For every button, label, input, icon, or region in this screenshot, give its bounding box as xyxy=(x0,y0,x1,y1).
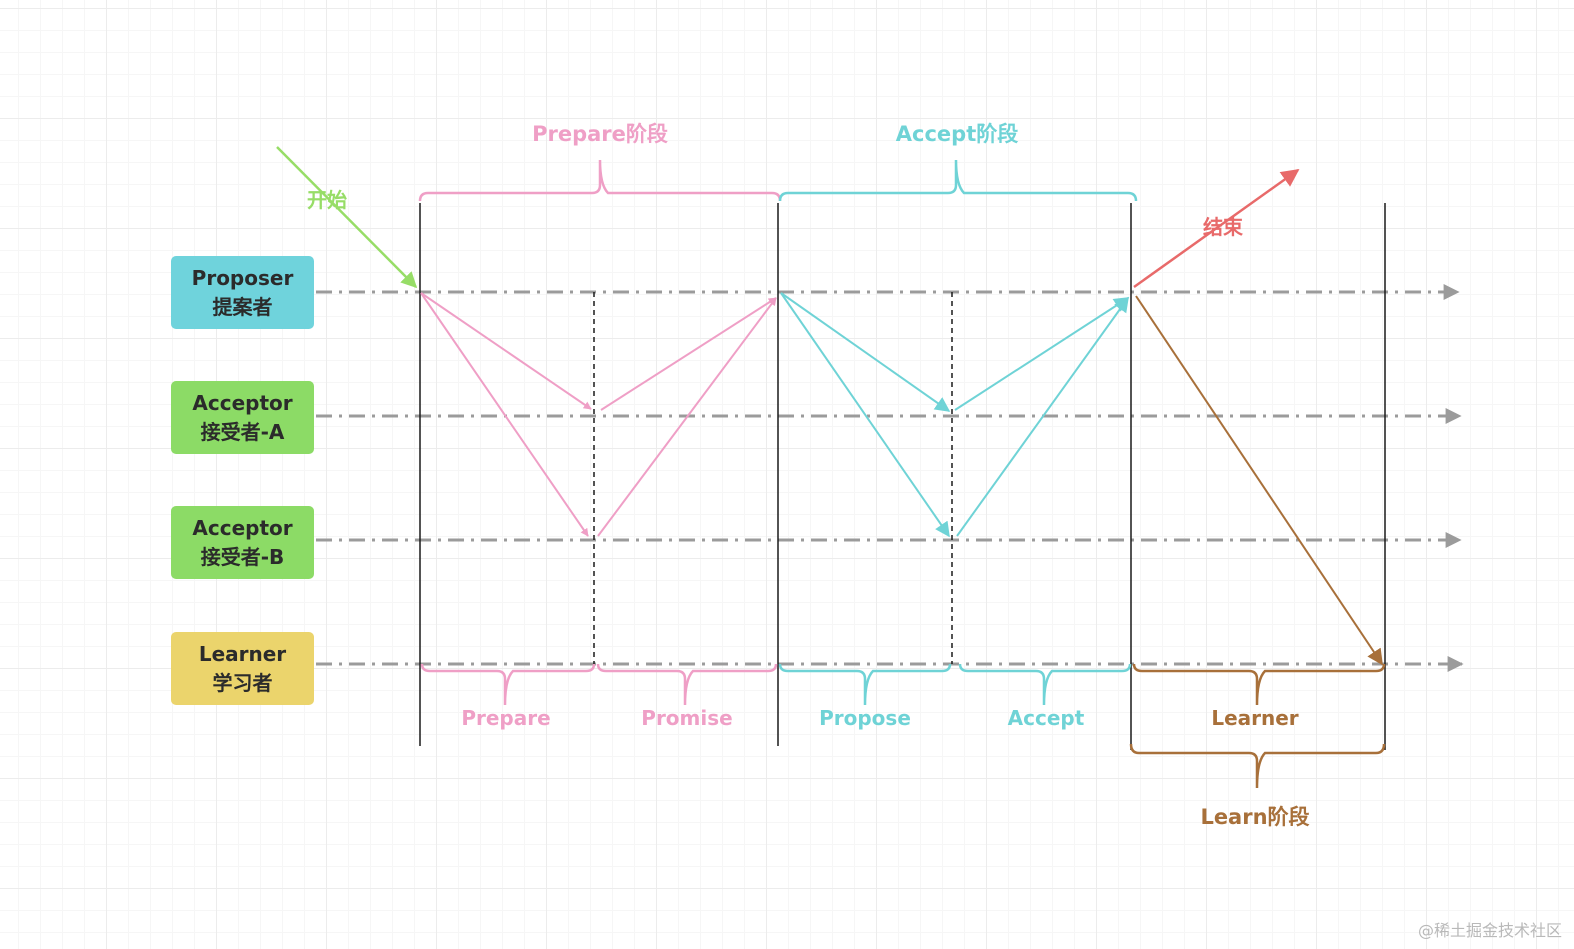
learner-cn-name: 学习者 xyxy=(212,670,273,695)
acceptor-a-name: Acceptor xyxy=(192,390,293,415)
prepare-phase-brace xyxy=(418,159,782,202)
learn-phase-brace xyxy=(1129,743,1386,789)
promise-step-label: Promise xyxy=(641,706,732,730)
learner-step-label: Learner xyxy=(1211,706,1298,730)
acceptor-b-box: Acceptor 接受者-B xyxy=(171,506,314,579)
prepare-step-label: Prepare xyxy=(461,706,550,730)
end-label: 结束 xyxy=(1203,215,1244,239)
proposer-cn-name: 提案者 xyxy=(212,294,273,319)
promise-arrow-from-a xyxy=(600,297,777,411)
start-arrow xyxy=(276,146,418,289)
accept-step-label: Accept xyxy=(1008,706,1085,730)
accept-phase-label: Accept阶段 xyxy=(896,122,1018,146)
prepare-arrow-to-a xyxy=(420,292,592,410)
prepare-phase-label: Prepare阶段 xyxy=(532,122,668,146)
acceptor-b-cn-name: 接受者-B xyxy=(200,544,285,569)
learner-step-brace xyxy=(1132,663,1386,706)
propose-arrow-to-a xyxy=(780,292,951,412)
learn-arrow xyxy=(1135,295,1383,666)
accept-arrow-from-b xyxy=(956,296,1129,537)
prepare-step-brace xyxy=(420,663,596,706)
accept-step-brace xyxy=(958,663,1132,706)
propose-step-label: Propose xyxy=(819,706,911,730)
accept-phase-brace xyxy=(778,159,1138,202)
proposer-name: Proposer xyxy=(191,265,294,290)
start-label: 开始 xyxy=(307,188,347,212)
promise-step-brace xyxy=(596,663,778,706)
acceptor-a-cn-name: 接受者-A xyxy=(200,419,285,444)
prepare-arrow-to-b xyxy=(420,292,589,537)
learner-name: Learner xyxy=(198,641,287,666)
watermark: @稀土掘金技术社区 xyxy=(1417,921,1562,940)
learner-box: Learner 学习者 xyxy=(171,632,314,705)
acceptor-b-name: Acceptor xyxy=(192,515,293,540)
promise-arrow-from-b xyxy=(597,297,777,537)
propose-step-brace xyxy=(778,663,952,706)
acceptor-a-box: Acceptor 接受者-A xyxy=(171,381,314,454)
end-arrow xyxy=(1133,168,1300,289)
learn-phase-label: Learn阶段 xyxy=(1200,805,1309,829)
propose-arrow-to-b xyxy=(780,292,950,538)
proposer-box: Proposer 提案者 xyxy=(171,256,314,329)
accept-arrow-from-a xyxy=(954,297,1130,411)
